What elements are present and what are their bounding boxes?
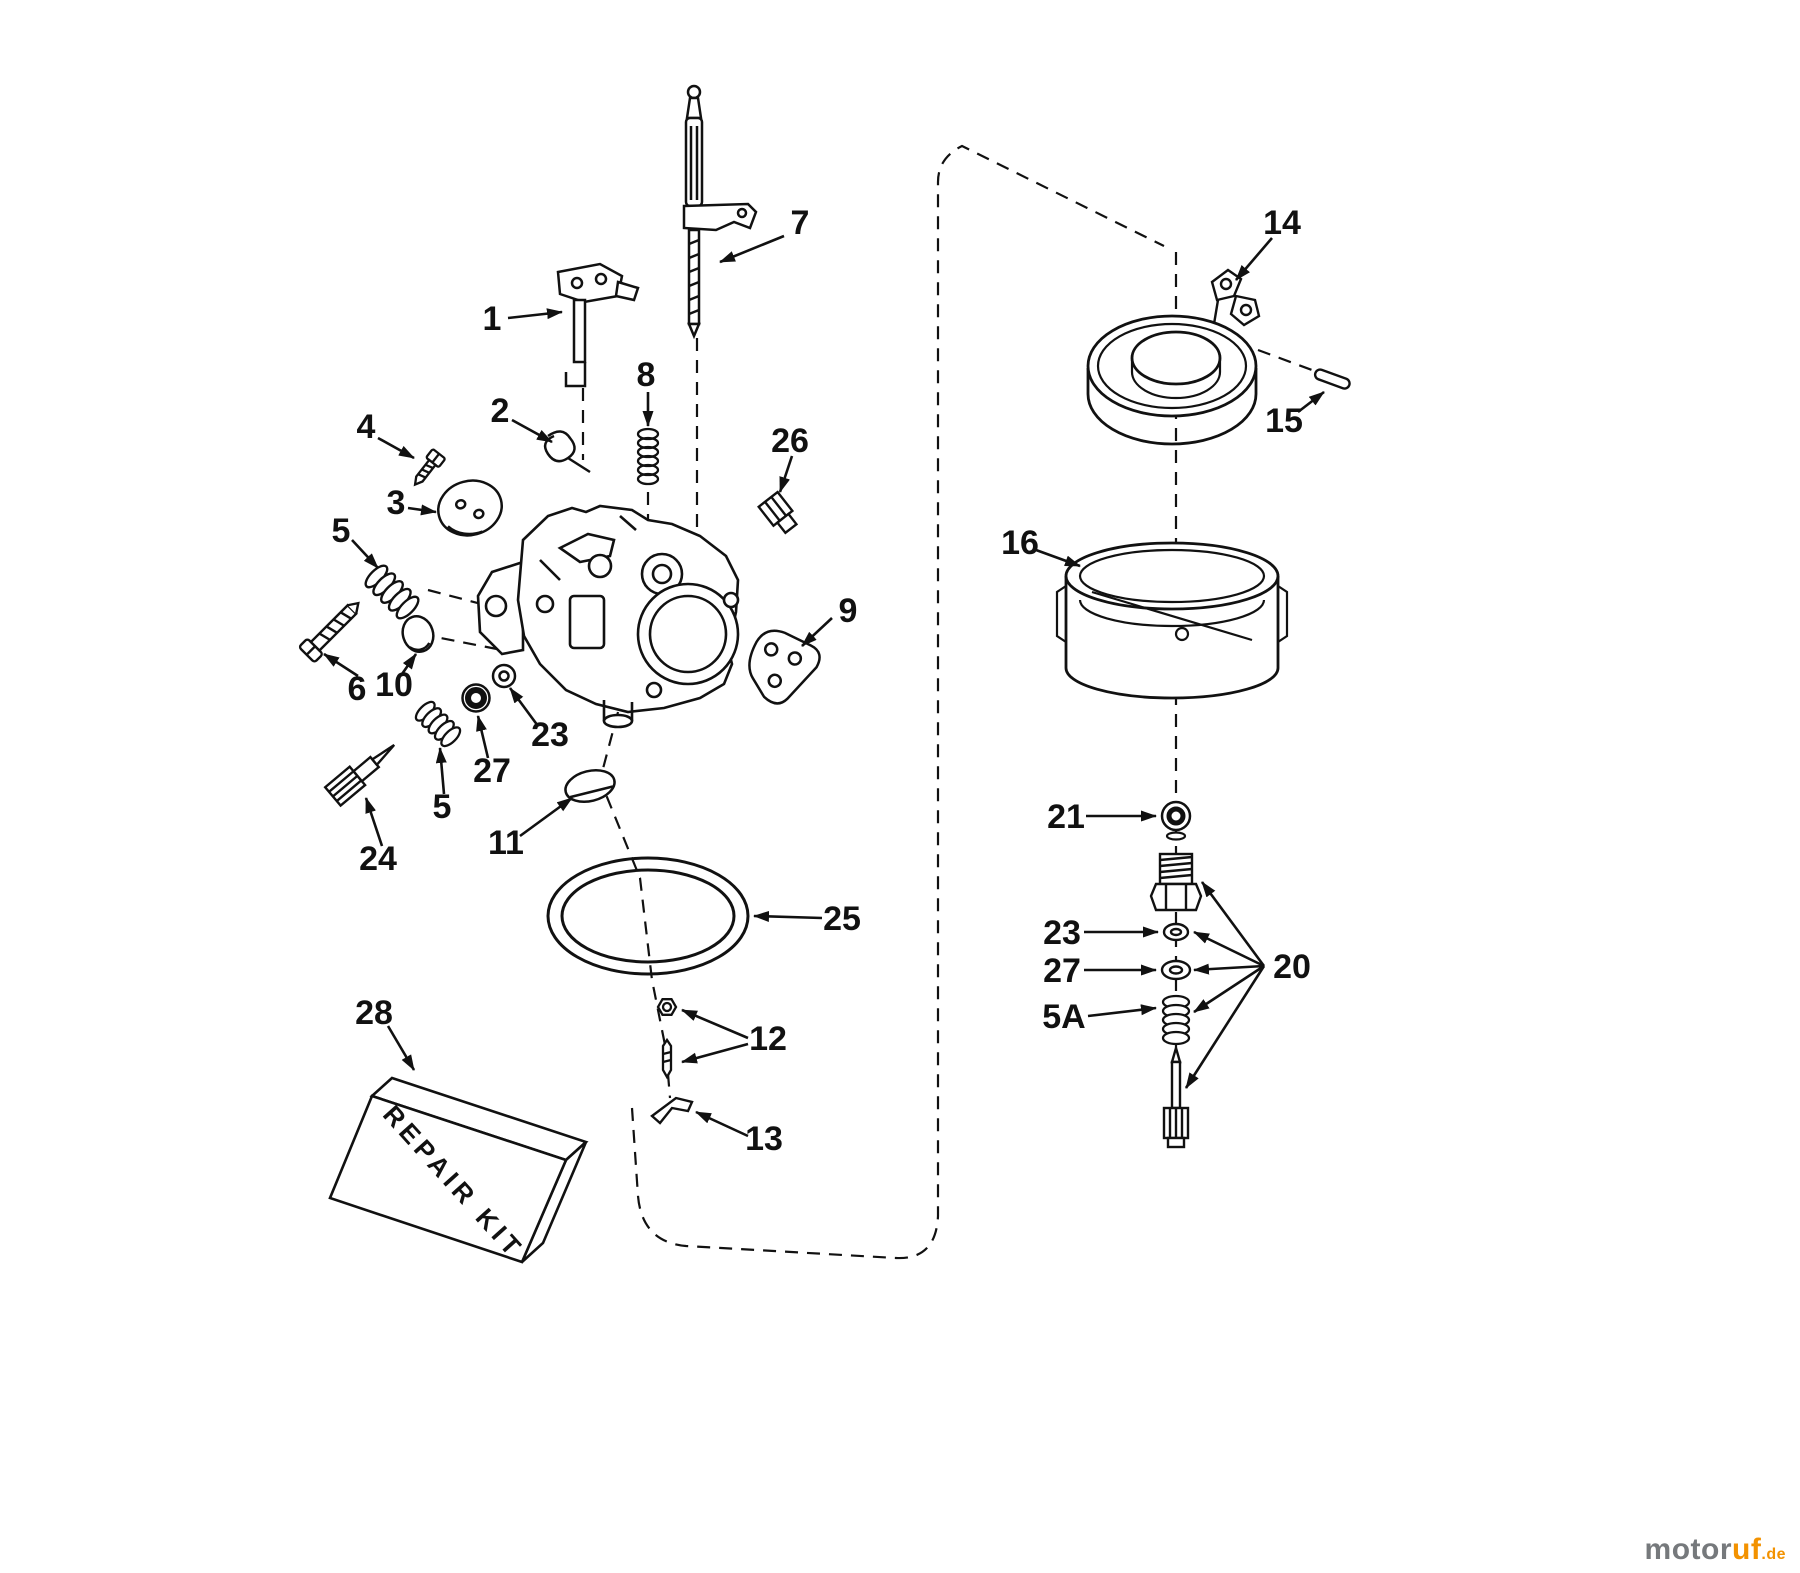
part-23-washer-left — [491, 663, 517, 689]
callout-7: 7 — [791, 204, 810, 242]
callout-arrows — [323, 234, 1325, 1138]
callout-12: 12 — [749, 1020, 787, 1058]
part-21-washer — [1160, 800, 1192, 841]
part-5-spring-lower — [414, 700, 462, 748]
watermark-motoruf: motoruf.de — [1645, 1533, 1786, 1567]
callout-15: 15 — [1265, 402, 1303, 440]
part-20-adjustment-screw — [1162, 1043, 1190, 1149]
callout-27-right: 27 — [1043, 952, 1081, 990]
part-13-clip — [650, 1096, 694, 1125]
watermark-tld: .de — [1761, 1546, 1786, 1563]
callout-4: 4 — [357, 408, 376, 446]
part-15-pin — [1313, 368, 1351, 390]
part-25-gasket — [546, 856, 750, 976]
part-1-throttle-shaft — [556, 262, 640, 388]
part-27-seal-left — [461, 683, 491, 713]
part-6-screw — [298, 601, 360, 663]
callout-27-left: 27 — [473, 752, 511, 790]
part-7-shaft — [682, 84, 758, 340]
callout-3: 3 — [387, 484, 406, 522]
callout-13: 13 — [745, 1120, 783, 1158]
callout-20: 20 — [1273, 948, 1311, 986]
part-10-disc — [401, 615, 435, 653]
part-20-nozzle — [1149, 852, 1203, 912]
part-2-spring — [543, 430, 591, 474]
part-12-nut-pin — [656, 998, 678, 1080]
callout-16: 16 — [1001, 524, 1039, 562]
part-28-repair-kit: REPAIR KIT — [328, 1076, 589, 1265]
part-16-bowl — [1055, 541, 1289, 700]
part-5-spring-upper — [364, 564, 420, 620]
callout-24: 24 — [359, 840, 397, 878]
part-5a-spring — [1161, 994, 1191, 1046]
callout-8: 8 — [637, 356, 656, 394]
callout-5a: 5A — [1042, 998, 1085, 1036]
callout-23-right: 23 — [1043, 914, 1081, 952]
callout-25: 25 — [823, 900, 861, 938]
callout-2: 2 — [491, 392, 510, 430]
part-8-spring — [636, 427, 660, 486]
part-9-plate — [748, 629, 821, 705]
callout-6: 6 — [348, 670, 367, 708]
callout-labels: 1 2 3 4 5 5 5A 6 7 8 9 10 11 12 13 14 15… — [332, 204, 1311, 1158]
callout-21: 21 — [1047, 798, 1085, 836]
callout-9: 9 — [839, 592, 858, 630]
part-26-fitting — [757, 490, 799, 535]
part-11-plug — [564, 768, 616, 804]
callout-10: 10 — [375, 666, 413, 704]
callout-26: 26 — [771, 422, 809, 460]
part-24-needle — [323, 744, 396, 808]
callout-11: 11 — [488, 824, 524, 862]
part-23-oring-right — [1162, 922, 1190, 942]
carburetor-body — [476, 504, 740, 729]
callout-5-upper: 5 — [332, 512, 351, 550]
callout-28: 28 — [355, 994, 393, 1032]
part-27-washer-right — [1160, 959, 1192, 981]
callout-23-left: 23 — [531, 716, 569, 754]
callout-14: 14 — [1263, 204, 1301, 242]
float-ring — [1086, 314, 1258, 446]
callout-1: 1 — [483, 300, 502, 338]
watermark-accent: uf — [1732, 1533, 1762, 1566]
watermark-brand: motor — [1644, 1533, 1733, 1566]
part-3-disc — [437, 479, 503, 537]
callout-5-lower: 5 — [433, 788, 452, 826]
part-4-screw — [413, 448, 446, 487]
